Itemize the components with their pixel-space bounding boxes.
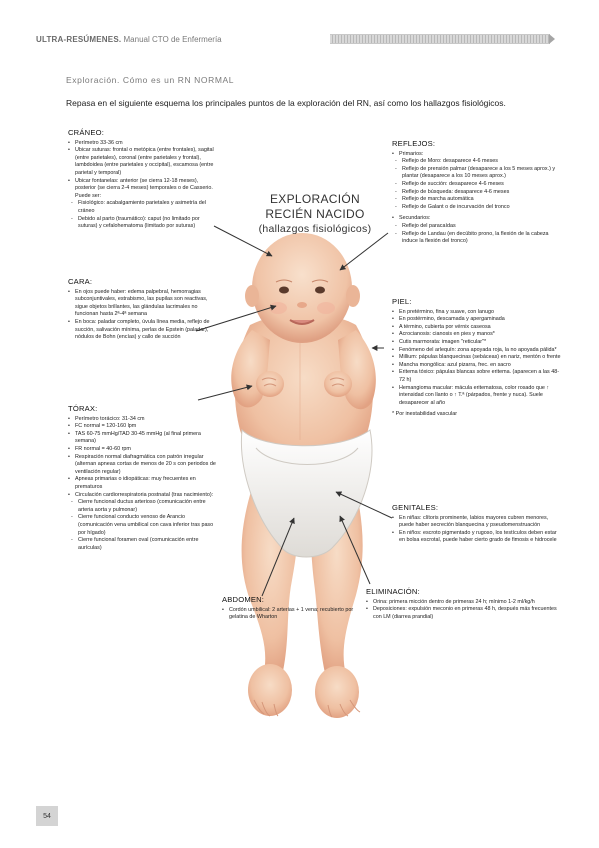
list-item: En boca: paladar completo, úvula línea m… bbox=[68, 319, 218, 342]
center-title-line1: EXPLORACIÓN bbox=[270, 192, 360, 206]
arrow-eliminacion bbox=[339, 515, 371, 585]
block-eliminacion: ELIMINACIÓN: Orina: primera micción dent… bbox=[366, 588, 562, 621]
list-item: Fisiológico: acabalgamiento parietales y… bbox=[70, 200, 218, 215]
block-genitales: GENITALES: En niñas: clítoris prominente… bbox=[392, 504, 562, 545]
block-craneo: CRÁNEO: Perímetro 33-36 cm Ubicar sutura… bbox=[68, 129, 218, 231]
page-header: ULTRA-RESÚMENES. Manual CTO de Enfermerí… bbox=[36, 30, 566, 48]
list-item: Apneas primarias o idiopáticas: muy frec… bbox=[68, 476, 218, 491]
list-item: Perímetro torácico: 31-34 cm bbox=[68, 416, 218, 424]
list-item: Reflejo del paracaídas bbox=[394, 223, 562, 231]
list-item: Circulación cardiorrespiratoria postnata… bbox=[68, 492, 218, 500]
list-item: Mancha mongólica: azul pizarra, frec. en… bbox=[392, 362, 562, 370]
list-item: Hemangioma macular: mácula eritematosa, … bbox=[392, 385, 562, 408]
craneo-list: Perímetro 33-36 cm Ubicar suturas: front… bbox=[68, 140, 218, 201]
cara-title: CARA: bbox=[68, 277, 93, 286]
piel-list: En pretérmino, fina y suave, con lanugo … bbox=[392, 309, 562, 408]
list-item: Acrocianosis: cianosis en pies y manos* bbox=[392, 331, 562, 339]
list-item: Reflejo de búsqueda: desaparece 4-6 mese… bbox=[394, 189, 562, 197]
list-item: Reflejo de prensión palmar (desaparece a… bbox=[394, 166, 562, 181]
abdomen-title: ABDOMEN: bbox=[222, 595, 265, 604]
piel-note: * Por inestabilidad vascular bbox=[392, 411, 458, 418]
torax-sublist: Cierre funcional ductus arterioso (comun… bbox=[70, 499, 218, 552]
list-item: TAS 60-75 mmHg/TAD 30-45 mmHg (al final … bbox=[68, 431, 218, 446]
list-item: Cierre funcional foramen oval (comunicac… bbox=[70, 537, 218, 552]
list-item: Deposiciones: expulsión meconio en prime… bbox=[366, 606, 562, 621]
reflejos-primarios-list: Reflejo de Moro: desaparece 4-6 meses Re… bbox=[394, 158, 562, 211]
arrow-reflejos bbox=[339, 232, 389, 271]
torax-list: Perímetro torácico: 31-34 cm FC normal =… bbox=[68, 416, 218, 500]
genitales-title: GENITALES: bbox=[392, 503, 439, 512]
block-abdomen: ABDOMEN: Cordón umbilical: 2 arterias + … bbox=[222, 596, 362, 622]
list-item: Reflejo de Galant o de incurvación del t… bbox=[394, 204, 562, 212]
center-title-line2: RECIÉN NACIDO bbox=[265, 207, 365, 221]
baby-diaper bbox=[240, 428, 373, 558]
list-item: Respiración normal diafragmática con pat… bbox=[68, 454, 218, 477]
arrow-craneo bbox=[213, 225, 273, 257]
header-bold: ULTRA-RESÚMENES. bbox=[36, 34, 122, 44]
list-item: Ubicar suturas: frontal o metópica (entr… bbox=[68, 147, 218, 177]
piel-title: PIEL: bbox=[392, 297, 412, 306]
header-book: Manual CTO de Enfermería bbox=[123, 34, 222, 44]
list-item: Reflejo de succión: desaparece 4-6 meses bbox=[394, 181, 562, 189]
list-item: Millium: pápulas blanquecinas (sebáceas)… bbox=[392, 354, 562, 362]
list-item: A término, cubierta por vérnix caseosa bbox=[392, 324, 562, 332]
center-title: EXPLORACIÓN RECIÉN NACIDO (hallazgos fis… bbox=[240, 192, 390, 237]
arrow-abdomen bbox=[261, 517, 295, 597]
header-arrow-icon bbox=[548, 34, 555, 44]
list-item: FR normal = 40-60 rpm bbox=[68, 446, 218, 454]
header-decor-bar bbox=[329, 34, 550, 44]
list-item: Cordón umbilical: 2 arterias + 1 vena; r… bbox=[222, 607, 362, 622]
list-item: Perímetro 33-36 cm bbox=[68, 140, 218, 148]
baby-torso bbox=[234, 313, 373, 474]
reflejos-secundarios-list: Reflejo del paracaídas Reflejo de Landau… bbox=[394, 223, 562, 246]
reflejos-secundarios-label: Secundarios: bbox=[392, 215, 562, 223]
list-item: En postérmino, descamada y apergaminada bbox=[392, 316, 562, 324]
intro-text: Repasa en el siguiente esquema los princ… bbox=[66, 98, 506, 108]
list-item: En ojos puede haber: edema palpebral, he… bbox=[68, 289, 218, 319]
list-item: En niñas: clítoris prominente, labios ma… bbox=[392, 515, 562, 530]
list-item: Reflejo de Landau (en decúbito prono, la… bbox=[394, 231, 562, 246]
section-title: Exploración. Cómo es un RN NORMAL bbox=[66, 75, 235, 85]
torax-title: TÓRAX: bbox=[68, 404, 98, 413]
reflejos-sec-wrap: Secundarios: bbox=[392, 215, 562, 223]
reflejos-title: REFLEJOS: bbox=[392, 139, 436, 148]
block-piel: PIEL: En pretérmino, fina y suave, con l… bbox=[392, 298, 562, 419]
craneo-sublist: Fisiológico: acabalgamiento parietales y… bbox=[70, 200, 218, 230]
block-torax: TÓRAX: Perímetro torácico: 31-34 cm FC n… bbox=[68, 405, 218, 552]
header-title: ULTRA-RESÚMENES. Manual CTO de Enfermerí… bbox=[36, 35, 222, 44]
list-item: Reflejo de Moro: desaparece 4-6 meses bbox=[394, 158, 562, 166]
list-item: En niños: escroto pigmentado y rugoso, l… bbox=[392, 530, 562, 545]
list-item: FC normal = 120-160 lpm bbox=[68, 423, 218, 431]
center-title-line3: (hallazgos fisiológicos) bbox=[258, 223, 372, 235]
eliminacion-title: ELIMINACIÓN: bbox=[366, 587, 420, 596]
reflejos-list: Primarios: bbox=[392, 151, 562, 159]
page-number: 54 bbox=[36, 806, 58, 826]
list-item: Reflejo de marcha automática bbox=[394, 196, 562, 204]
list-item: Cutis marmorata: imagen "reticular"* bbox=[392, 339, 562, 347]
list-item: Cierre funcional ductus arterioso (comun… bbox=[70, 499, 218, 514]
list-item: Debido al parto (traumático): caput (no … bbox=[70, 216, 218, 231]
cara-list: En ojos puede haber: edema palpebral, he… bbox=[68, 289, 218, 342]
craneo-title: CRÁNEO: bbox=[68, 128, 104, 137]
list-item: En pretérmino, fina y suave, con lanugo bbox=[392, 309, 562, 317]
list-item: Cierre funcional conducto venoso de Aran… bbox=[70, 514, 218, 537]
block-cara: CARA: En ojos puede haber: edema palpebr… bbox=[68, 278, 218, 342]
list-item: Orina: primera micción dentro de primera… bbox=[366, 599, 562, 607]
reflejos-primarios-label: Primarios: bbox=[392, 151, 562, 159]
list-item: Eritema tóxico: pápulas blancas sobre er… bbox=[392, 369, 562, 384]
arrow-torax bbox=[197, 384, 253, 401]
list-item: Ubicar fontanelas: anterior (se cierra 1… bbox=[68, 178, 218, 201]
abdomen-list: Cordón umbilical: 2 arterias + 1 vena; r… bbox=[222, 607, 362, 622]
pointer-arrows bbox=[195, 225, 393, 597]
list-item: Fenómeno del arlequín: zona apoyada roja… bbox=[392, 347, 562, 355]
genitales-list: En niñas: clítoris prominente, labios ma… bbox=[392, 515, 562, 545]
arrow-genitales bbox=[335, 491, 393, 519]
eliminacion-list: Orina: primera micción dentro de primera… bbox=[366, 599, 562, 622]
block-reflejos: REFLEJOS: Primarios: Reflejo de Moro: de… bbox=[392, 140, 562, 246]
baby-arms bbox=[231, 330, 376, 410]
